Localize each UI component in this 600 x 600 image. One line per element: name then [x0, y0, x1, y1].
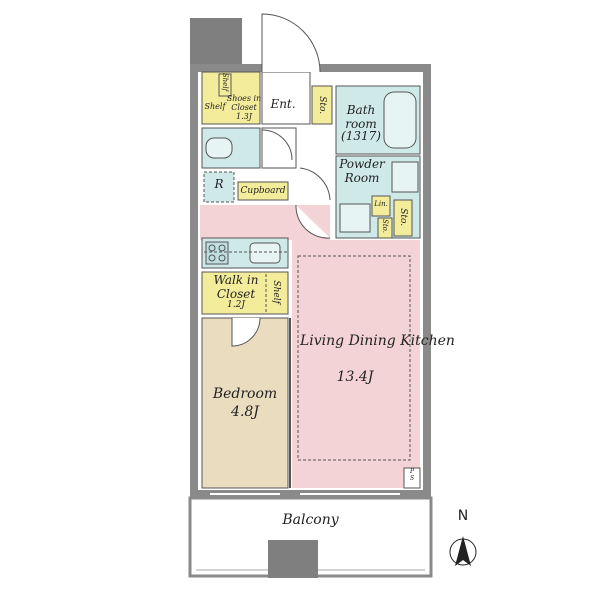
refrigerator-label: R [214, 177, 224, 191]
bedroom-name: Bedroom [212, 386, 278, 402]
kitchen-sink [249, 242, 281, 264]
shoes-shelf-top: Shelf [221, 72, 230, 92]
storage-entrance-label: Sto. [317, 96, 328, 115]
ldk-door-swing [295, 204, 331, 239]
storage-small [377, 217, 393, 239]
bedroom-floor [201, 317, 289, 489]
linen-label: Lin. [374, 200, 388, 208]
pipe-space [403, 467, 421, 489]
toilet-door [261, 127, 297, 169]
balcony-column [268, 540, 318, 578]
washbasin [339, 203, 371, 233]
burner-3 [208, 254, 216, 262]
storage-small-label: Sto. [381, 219, 390, 233]
wic-shelf: Shelf [271, 280, 282, 304]
compass-icon [449, 536, 477, 566]
cooktop [205, 241, 229, 265]
ldk-name: Living Dining Kitchen [300, 333, 455, 349]
entrance-floor [261, 71, 311, 125]
bathroom-size: (1317) [341, 129, 381, 143]
burner-2 [218, 244, 226, 252]
wic-name: Walk in Closet [213, 273, 259, 301]
storage-powder-label: Sto. [398, 208, 409, 227]
entrance-name: Ent. [270, 97, 296, 111]
walk-in-closet-floor [201, 271, 289, 315]
toilet-bowl [205, 137, 233, 159]
wic-area: 1.2J [227, 300, 245, 310]
ldk-area: 13.4J [336, 369, 374, 385]
cupboard [237, 181, 289, 201]
washing-machine [391, 161, 419, 193]
bathtub [383, 91, 417, 149]
shoes-shelf-side: Shelf [204, 102, 226, 111]
shoes-closet-area: 1.3J [236, 112, 252, 121]
hall-door-swing [299, 167, 331, 201]
powder-room-name: Powder Room [339, 157, 385, 185]
burner-4 [218, 254, 226, 262]
burner-1 [208, 244, 216, 252]
ldk-dashed-area [297, 255, 411, 461]
bedroom-door-swing [231, 317, 261, 347]
bedroom-area: 4.8J [231, 404, 259, 420]
refrigerator [203, 171, 235, 203]
entrance-door-swing [261, 13, 321, 73]
compass-label: N [457, 508, 469, 524]
shelf-block [218, 73, 232, 97]
pipe-space-label: P S [409, 468, 415, 482]
shoes-closet-name: Shoes in Closet [226, 94, 262, 113]
storage-powder [393, 199, 413, 237]
linen-cabinet [371, 195, 391, 217]
toilet-door-swing [261, 129, 293, 161]
storage-entrance [311, 85, 333, 125]
ldk-floor [200, 205, 420, 488]
corner-column [190, 18, 242, 64]
balcony-label: Balcony [282, 512, 339, 528]
cupboard-label: Cupboard [240, 186, 286, 196]
bathroom-name: Bath room [345, 103, 377, 131]
